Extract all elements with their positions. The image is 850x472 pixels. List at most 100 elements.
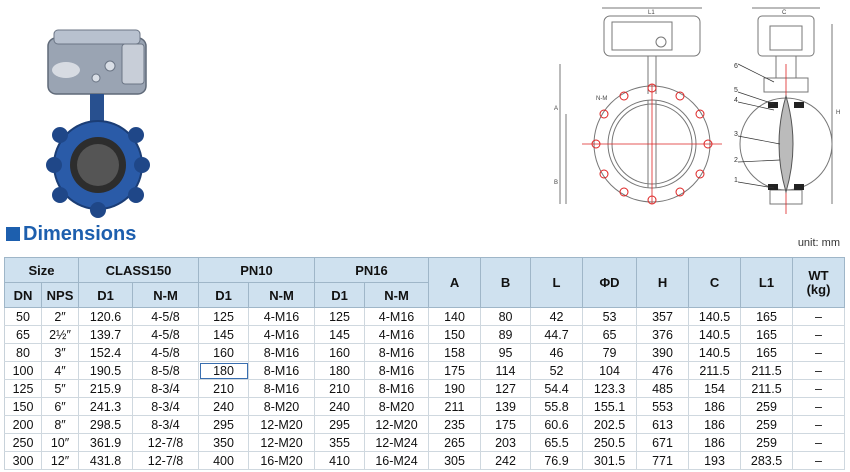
table-cell: 12-M20 — [364, 415, 430, 434]
table-cell: 65 — [4, 325, 42, 344]
table-cell: 4-M16 — [364, 307, 430, 326]
table-cell: 431.8 — [78, 451, 134, 470]
table-cell: 44.7 — [530, 325, 584, 344]
table-cell: 4-5/8 — [132, 325, 200, 344]
table-cell: – — [792, 415, 846, 434]
table-cell: 4-5/8 — [132, 307, 200, 326]
table-cell: 4-5/8 — [132, 343, 200, 362]
label-l1: L1 — [648, 10, 655, 16]
table-cell: 145 — [314, 325, 366, 344]
table-cell: 54.4 — [530, 379, 584, 398]
label-nm: N-M — [596, 96, 607, 102]
table-cell: 8-3/4 — [132, 379, 200, 398]
table-cell: 165 — [740, 343, 794, 362]
table-cell: 65.5 — [530, 433, 584, 452]
table-cell: 65 — [582, 325, 638, 344]
table-cell: 12-M24 — [364, 433, 430, 452]
table-cell: 76.9 — [530, 451, 584, 470]
table-cell: 305 — [428, 451, 482, 470]
header-phid: ΦD — [582, 257, 638, 308]
table-cell: 210 — [198, 379, 250, 398]
table-cell: 8-M16 — [248, 343, 316, 362]
subheader-pn16-d1: D1 — [314, 282, 366, 308]
table-cell: 123.3 — [582, 379, 638, 398]
table-cell: 8-M16 — [364, 361, 430, 380]
table-cell: 140.5 — [688, 325, 742, 344]
subheader-pn10-d1: D1 — [198, 282, 250, 308]
table-cell: 80 — [4, 343, 42, 362]
table-cell: 154 — [688, 379, 742, 398]
table-cell: 203 — [480, 433, 532, 452]
table-cell: 259 — [740, 415, 794, 434]
header-pn16: PN16 — [314, 257, 430, 283]
table-cell: 140 — [428, 307, 482, 326]
table-cell: 100 — [4, 361, 42, 380]
table-cell: 300 — [4, 451, 42, 470]
table-cell: 298.5 — [78, 415, 134, 434]
table-cell: 301.5 — [582, 451, 638, 470]
part-6: 6 — [734, 63, 738, 70]
product-hero: L1 N-M A B 6 5 4 3 2 1 — [0, 0, 850, 222]
header-class150: CLASS150 — [78, 257, 200, 283]
heading-square-icon — [6, 227, 20, 241]
front-view-drawing: L1 N-M A B — [554, 7, 722, 205]
table-cell: 215.9 — [78, 379, 134, 398]
table-cell: 3″ — [40, 343, 80, 362]
table-cell: 241.3 — [78, 397, 134, 416]
label-h: H — [836, 110, 840, 116]
table-cell: 190.5 — [78, 361, 134, 380]
table-cell: 114 — [480, 361, 532, 380]
table-cell: 152.4 — [78, 343, 134, 362]
subheader-dn: DN — [4, 282, 42, 308]
table-cell: 390 — [636, 343, 690, 362]
header-wt: WT (kg) — [792, 257, 846, 308]
table-cell: 12-M20 — [248, 415, 316, 434]
table-cell: 8-M16 — [248, 361, 316, 380]
table-cell: 476 — [636, 361, 690, 380]
table-cell: 235 — [428, 415, 482, 434]
table-cell: 12″ — [40, 451, 80, 470]
table-cell: 175 — [480, 415, 532, 434]
table-cell: 211 — [428, 397, 482, 416]
table-cell: 259 — [740, 397, 794, 416]
table-cell: 211.5 — [740, 379, 794, 398]
subheader-pn16-nm: N-M — [364, 282, 430, 308]
table-cell: 79 — [582, 343, 638, 362]
table-cell: 357 — [636, 307, 690, 326]
table-cell: 5″ — [40, 379, 80, 398]
header-row-groups: Size CLASS150 PN10 PN16 A B L ΦD H C L1 … — [3, 257, 846, 308]
table-cell: – — [792, 397, 846, 416]
table-cell: 250.5 — [582, 433, 638, 452]
header-c: C — [688, 257, 742, 308]
table-cell: 12-7/8 — [132, 451, 200, 470]
table-cell: 211.5 — [688, 361, 742, 380]
table-cell: 42 — [530, 307, 584, 326]
table-cell: 8-M16 — [248, 379, 316, 398]
part-1: 1 — [734, 177, 738, 184]
table-cell: 4-M16 — [248, 325, 316, 344]
table-cell: 175 — [428, 361, 482, 380]
table-cell: 186 — [688, 397, 742, 416]
table-cell: 350 — [198, 433, 250, 452]
table-cell: 125 — [314, 307, 366, 326]
header-a: A — [428, 257, 482, 308]
section-title: Dimensions — [23, 222, 137, 245]
table-cell: 16-M20 — [248, 451, 316, 470]
table-cell: 10″ — [40, 433, 80, 452]
table-cell: 410 — [314, 451, 366, 470]
table-cell: 165 — [740, 307, 794, 326]
part-2: 2 — [734, 157, 738, 164]
unit-label: unit: mm — [797, 237, 840, 249]
table-cell: 771 — [636, 451, 690, 470]
table-cell: 186 — [688, 433, 742, 452]
part-3: 3 — [734, 131, 738, 138]
table-cell: 671 — [636, 433, 690, 452]
part-5: 5 — [734, 87, 738, 94]
label-b: B — [554, 180, 558, 186]
table-cell: 12-7/8 — [132, 433, 200, 452]
section-heading: Dimensions — [6, 222, 136, 246]
